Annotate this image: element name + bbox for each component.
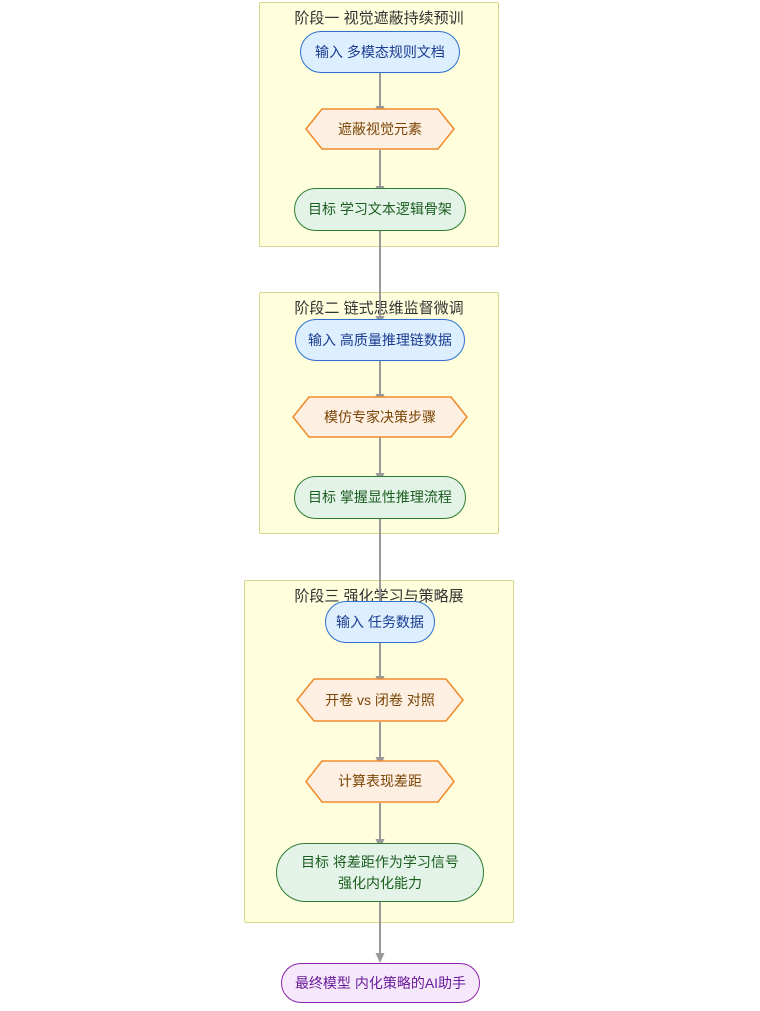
subgraph-stage2-title: 阶段二 链式思维监督微调	[294, 300, 464, 317]
hexagon-shape	[292, 396, 468, 438]
node-final-model[interactable]: 最终模型 内化策略的AI助手	[281, 963, 480, 1003]
node-s2-input[interactable]: 输入 高质量推理链数据	[295, 319, 465, 361]
node-label: 输入 多模态规则文档	[315, 43, 445, 60]
node-s2-goal[interactable]: 目标 掌握显性推理流程	[294, 476, 466, 519]
node-label: 模仿专家决策步骤	[324, 408, 436, 425]
node-s3-input[interactable]: 输入 任务数据	[325, 601, 435, 643]
subgraph-stage1-title: 阶段一 视觉遮蔽持续预训	[294, 10, 464, 27]
hexagon-shape	[305, 760, 455, 803]
node-label: 目标 将差距作为学习信号 强化内化能力	[301, 853, 459, 891]
arrowhead	[375, 953, 385, 963]
node-s3-process-1[interactable]: 开卷 vs 闭卷 对照	[296, 678, 464, 722]
hexagon-shape	[296, 678, 464, 722]
node-label: 计算表现差距	[338, 773, 422, 789]
node-label: 目标 掌握显性推理流程	[308, 489, 452, 505]
node-label: 目标 学习文本逻辑骨架	[308, 201, 452, 217]
node-label: 输入 任务数据	[336, 613, 424, 630]
node-label: 输入 高质量推理链数据	[308, 331, 452, 348]
node-s1-input[interactable]: 输入 多模态规则文档	[300, 31, 460, 73]
node-s1-goal[interactable]: 目标 学习文本逻辑骨架	[294, 188, 466, 231]
node-s2-process[interactable]: 模仿专家决策步骤	[292, 396, 468, 438]
node-s3-process-2[interactable]: 计算表现差距	[305, 760, 455, 803]
node-s3-goal[interactable]: 目标 将差距作为学习信号 强化内化能力	[276, 843, 484, 902]
hexagon-shape	[305, 108, 455, 150]
subgraph-stage3-title: 阶段三 强化学习与策略展	[294, 588, 464, 605]
node-label: 开卷 vs 闭卷 对照	[325, 691, 435, 708]
node-label: 最终模型 内化策略的AI助手	[294, 974, 467, 991]
node-label: 遮蔽视觉元素	[338, 120, 422, 137]
node-s1-process[interactable]: 遮蔽视觉元素	[305, 108, 455, 150]
